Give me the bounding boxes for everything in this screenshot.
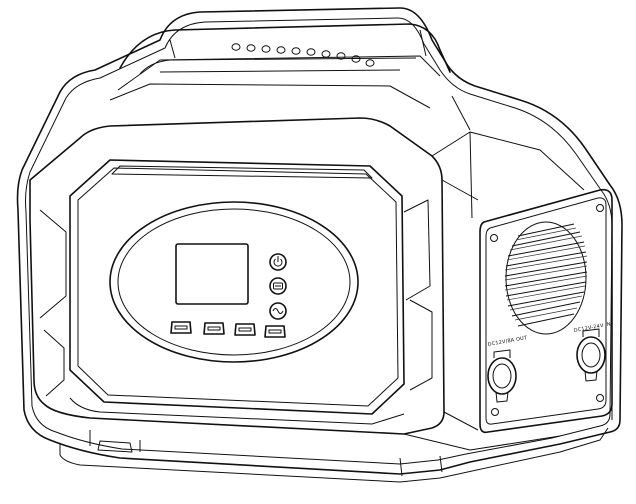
- screw-icon: [490, 204, 604, 416]
- carry-handle: [109, 23, 451, 109]
- left-port-label: DC12V/8A OUT: [487, 335, 528, 348]
- control-panel: [109, 201, 359, 363]
- dc-button[interactable]: [269, 277, 287, 295]
- usb-port-3[interactable]: [234, 323, 256, 336]
- outer-shell: [16, 7, 623, 483]
- lcd-screen: [175, 243, 249, 305]
- dc-input-socket[interactable]: [576, 328, 606, 382]
- power-button[interactable]: [269, 253, 287, 271]
- power-icon: [273, 256, 283, 267]
- ac-wave-icon: [272, 308, 284, 314]
- usb-port-1[interactable]: [170, 321, 192, 334]
- fan-grille: [504, 221, 588, 335]
- dc-icon: [273, 282, 283, 290]
- front-face: [29, 117, 445, 435]
- handle-vent-holes: [231, 43, 375, 67]
- ac-button[interactable]: [269, 302, 287, 320]
- dc-output-socket[interactable]: [487, 349, 517, 403]
- side-body-lines: [403, 95, 613, 451]
- side-panel: DC12V/8A OUT DC12V-24V IN: [479, 188, 613, 434]
- usb-port-4[interactable]: [264, 325, 286, 338]
- usb-port-2[interactable]: [203, 322, 225, 335]
